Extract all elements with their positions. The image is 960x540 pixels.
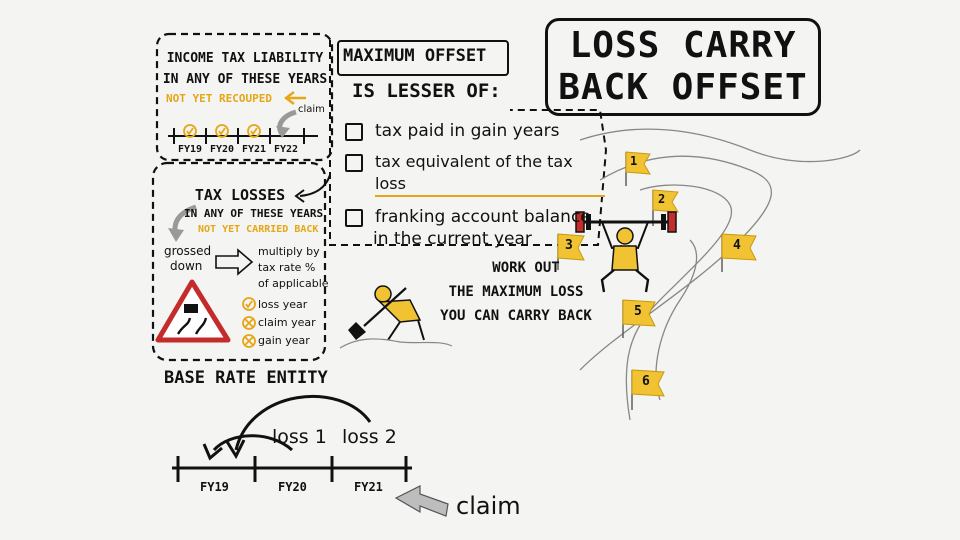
income-year-1: FY19 <box>178 144 203 155</box>
tax-losses-box-border <box>151 161 327 362</box>
flag-5 <box>622 299 656 327</box>
flag-1 <box>625 151 651 175</box>
max-offset-item-2: tax equivalent of the tax loss <box>375 151 605 197</box>
title-line-1: LOSS CARRY <box>569 25 797 66</box>
list-item: franking account balance <box>345 206 605 228</box>
max-offset-list: tax paid in gain years tax equivalent of… <box>345 120 605 250</box>
weightlifter-illustration <box>575 211 677 293</box>
flag-3-label: 3 <box>565 238 573 253</box>
max-offset-heading: MAXIMUM OFFSET <box>343 46 487 66</box>
tax-losses-line-2: IN ANY OF THESE YEARS <box>184 207 324 220</box>
multiply-text: multiply by tax rate % of applicable <box>258 244 329 292</box>
flag-4 <box>721 233 757 261</box>
claim-arrow-icon <box>394 485 449 517</box>
work-out-line-2: THE MAXIMUM LOSS <box>448 284 584 300</box>
year-status-list: loss year claim year gain year <box>258 296 316 350</box>
list-item: tax paid in gain years <box>345 120 605 142</box>
flag-5-label: 5 <box>634 304 642 319</box>
work-out-text: WORK OUT THE MAXIMUM LOSS YOU CAN CARRY … <box>426 256 606 328</box>
income-year-2: FY20 <box>210 144 235 155</box>
yellow-arrow-icon <box>284 91 306 105</box>
max-offset-item-1: tax paid in gain years <box>375 121 560 141</box>
title-box: LOSS CARRY BACK OFFSET <box>545 18 821 116</box>
tax-losses-line-1: TAX LOSSES <box>194 186 286 204</box>
income-claim-label: claim <box>298 104 325 115</box>
checkbox-icon <box>345 209 363 227</box>
flag-4-label: 4 <box>733 238 741 253</box>
grossed-down: grossed down <box>164 244 211 274</box>
multiply-line-2: tax rate % <box>258 261 316 274</box>
base-rate-year-2: FY20 <box>278 480 307 494</box>
tax-losses-highlight: NOT YET CARRIED BACK <box>198 224 319 235</box>
flag-1-label: 1 <box>630 154 638 168</box>
year-status-icons <box>242 297 256 348</box>
warning-sign-icon <box>155 279 231 343</box>
title-line-2: BACK OFFSET <box>558 67 808 108</box>
flag-6-label: 6 <box>642 374 650 389</box>
digger-illustration <box>339 285 453 349</box>
income-box: INCOME TAX LIABILITY IN ANY OF THESE YEA… <box>162 48 328 90</box>
income-highlight: NOT YET RECOUPED <box>166 92 272 105</box>
multiply-line-1: multiply by <box>258 245 320 258</box>
income-year-3: FY21 <box>242 144 267 155</box>
work-out-line-3: YOU CAN CARRY BACK <box>440 308 592 324</box>
list-item: tax equivalent of the tax loss <box>345 151 605 197</box>
base-rate-heading: BASE RATE ENTITY <box>164 368 328 388</box>
loss-1-label: loss 1 <box>272 426 327 448</box>
max-offset-item-3: franking account balance <box>375 207 591 227</box>
flag-2-label: 2 <box>658 192 666 206</box>
max-offset-item-4: in the current year <box>373 229 532 249</box>
base-rate-year-1: FY19 <box>200 480 229 494</box>
base-rate-timeline <box>172 394 449 517</box>
down-label: down <box>170 259 203 273</box>
base-rate-year-3: FY21 <box>354 480 383 494</box>
multiply-line-3: of applicable <box>258 277 329 290</box>
road-illustration <box>579 128 861 421</box>
base-rate-claim-label: claim <box>456 492 521 520</box>
income-line-1: INCOME TAX LIABILITY <box>166 51 324 66</box>
grossed-label: grossed <box>164 244 212 258</box>
income-year-4: FY22 <box>274 144 299 155</box>
income-line-2: IN ANY OF THESE YEARS <box>162 72 328 87</box>
loss-2-label: loss 2 <box>342 426 397 448</box>
flag-2 <box>652 189 679 213</box>
checkbox-icon <box>345 154 363 172</box>
income-timeline <box>168 109 318 144</box>
work-out-line-1: WORK OUT <box>492 260 560 276</box>
max-offset-heading-box <box>337 40 509 76</box>
loss-year-label: loss year <box>258 298 308 311</box>
checkbox-icon <box>345 123 363 141</box>
flag-3 <box>557 233 585 261</box>
flag-6 <box>631 369 665 397</box>
hollow-arrow-icon <box>215 248 254 276</box>
max-offset-box-border <box>329 40 608 246</box>
income-box-border <box>155 32 334 162</box>
max-offset-subheading: IS LESSER OF: <box>352 80 501 102</box>
gain-year-label: gain year <box>258 334 310 347</box>
claim-year-label: claim year <box>258 316 316 329</box>
